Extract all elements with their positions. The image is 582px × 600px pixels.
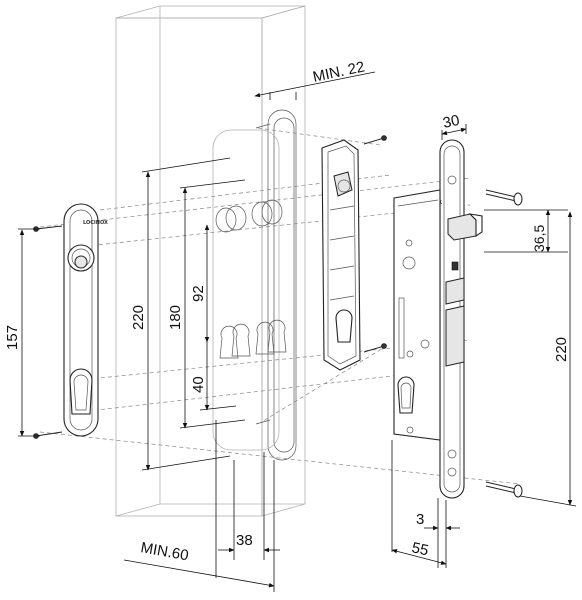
dim-30: 30 (441, 112, 461, 132)
dim-min-22: MIN. 22 (311, 58, 366, 86)
screw-lock-bottom (485, 481, 523, 498)
mounting-plate (321, 135, 387, 371)
dim-220-right: 220 (553, 337, 570, 362)
screw-mounting-bottom (363, 343, 387, 353)
brand-label: LOCINOX (83, 220, 108, 226)
screw-lock-top (485, 189, 523, 206)
dim-92: 92 (190, 285, 207, 302)
dim-180: 180 (167, 305, 184, 330)
spindle (447, 213, 483, 241)
dim-55: 55 (410, 539, 430, 559)
cover-plate-left: LOCINOX (33, 203, 108, 439)
dim-40: 40 (190, 376, 207, 393)
post-cutout (212, 109, 297, 461)
dim-3: 3 (416, 511, 424, 528)
dim-157: 157 (4, 325, 21, 350)
dim-220-left: 220 (130, 305, 147, 330)
dim-38: 38 (236, 532, 253, 549)
dim-min-60: MIN.60 (139, 539, 190, 564)
dim-36-5: 36,5 (531, 225, 547, 252)
gate-post (115, 5, 306, 517)
screw-mounting-top (363, 135, 387, 145)
mortise-lock: LOCINOX (393, 139, 523, 499)
